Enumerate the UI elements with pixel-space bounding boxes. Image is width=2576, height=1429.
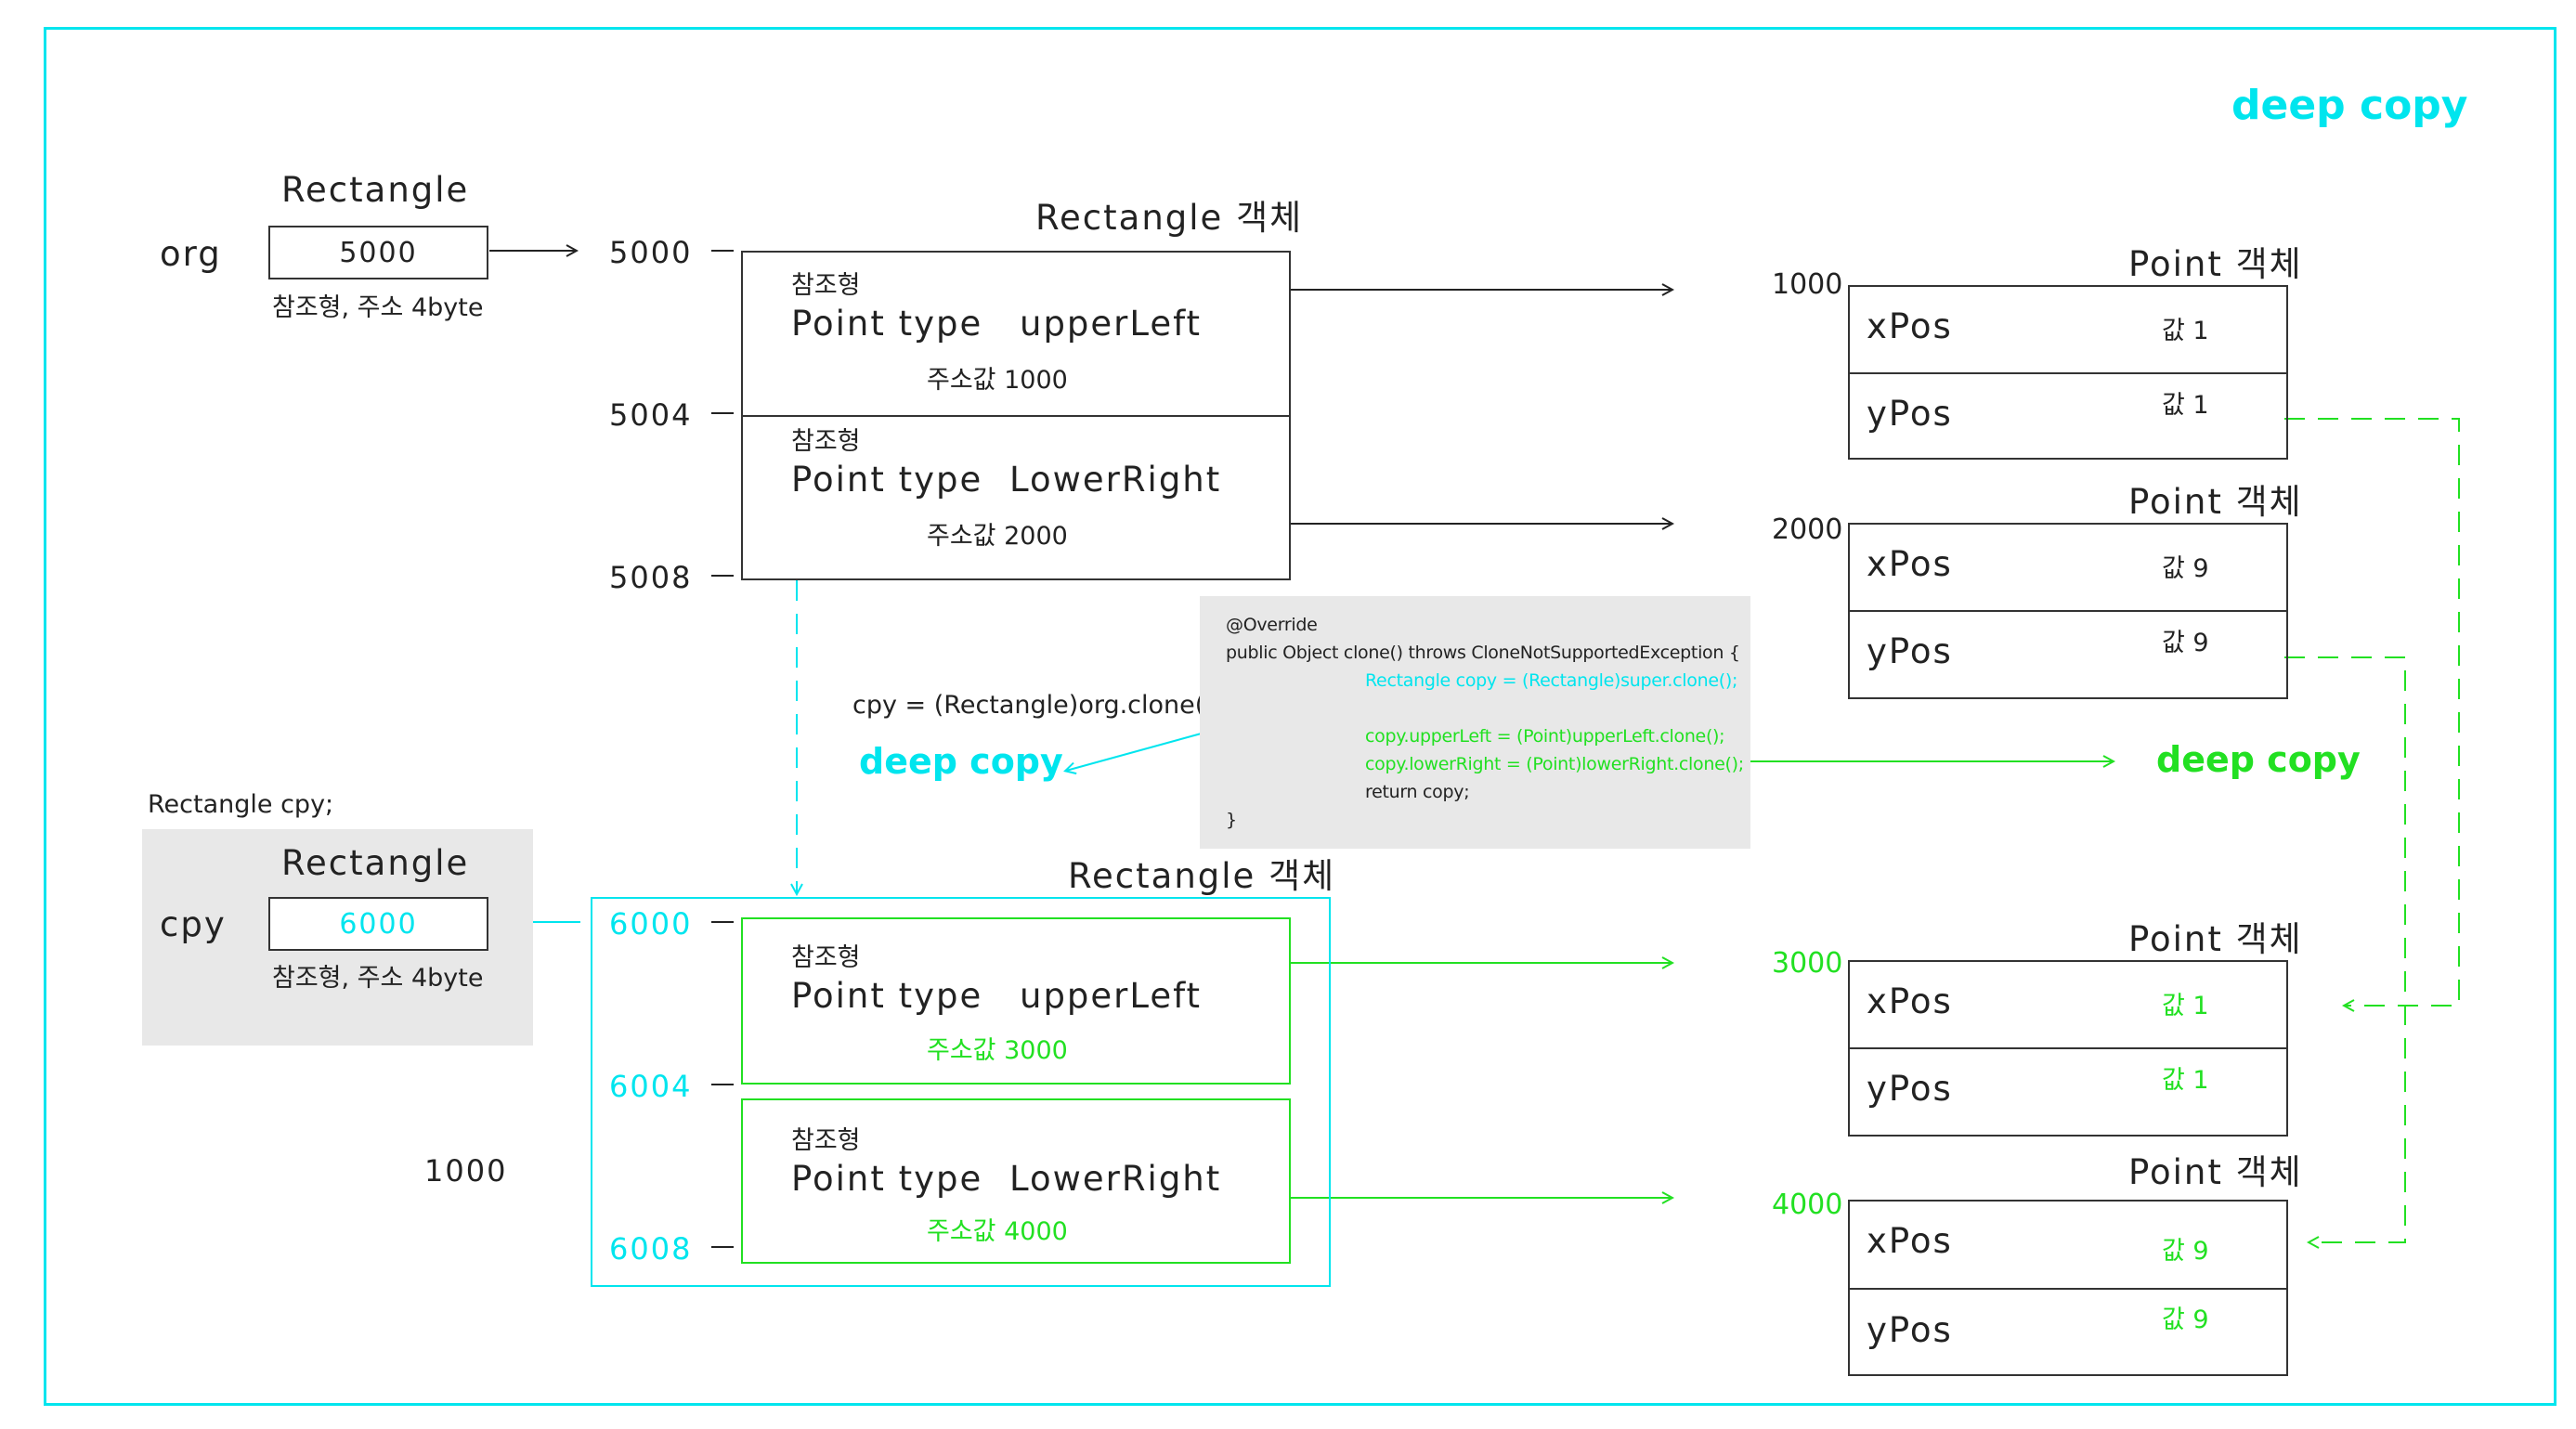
cpy-var-name: cpy (160, 904, 227, 944)
point4-row1-value: 값 9 (2162, 1306, 2209, 1334)
point3-row0-value: 값 1 (2162, 992, 2209, 1020)
code-line-2: public Object clone() throws CloneNotSup… (1226, 643, 1740, 663)
cpy-object-title: Rectangle 객체 (1068, 856, 1336, 896)
cpy-field0-name: upperLeft (1020, 976, 1203, 1016)
org-addr-2: 5008 (609, 560, 693, 595)
outer-frame (44, 27, 2556, 1406)
code-line-4: copy.upperLeft = (Point)upperLeft.clone(… (1365, 726, 1725, 747)
cpy-field1-box: 참조형 Point type LowerRight 주소값 4000 (741, 1098, 1291, 1264)
org-value-box: 5000 (268, 226, 488, 279)
point2-row0-field: xPos (1867, 544, 1953, 584)
clone-code-box: @Override public Object clone() throws C… (1200, 596, 1750, 849)
cpy-field0-type: Point type (791, 976, 983, 1016)
org-field1-addr: 주소값 2000 (927, 522, 1068, 551)
code-line-5: copy.lowerRight = (Point)lowerRight.clon… (1365, 754, 1744, 774)
point3-box: xPos 값 1 yPos 값 1 (1848, 960, 2288, 1137)
code-line-3: Rectangle copy = (Rectangle)super.clone(… (1365, 670, 1738, 691)
point1-divider (1850, 372, 2286, 374)
stray-number: 1000 (424, 1153, 508, 1189)
point4-box: xPos 값 9 yPos 값 9 (1848, 1200, 2288, 1376)
copy-route-upper (2284, 418, 2460, 1006)
point4-divider (1850, 1288, 2286, 1290)
cpy-addr-1: 6004 (609, 1069, 693, 1104)
cpy-gray-panel: Rectangle cpy 6000 참조형, 주소 4byte (142, 829, 533, 1046)
point2-divider (1850, 610, 2286, 612)
cpy-addr-0: 6000 (609, 906, 693, 942)
org-field1-name: LowerRight (1009, 460, 1222, 500)
org-field-divider (743, 415, 1289, 417)
point1-row1-value: 값 1 (2162, 391, 2209, 420)
org-field0-kind: 참조형 (791, 271, 861, 300)
point4-row0-value: 값 9 (2162, 1237, 2209, 1266)
point2-row1-field: yPos (1867, 631, 1953, 671)
point1-row0-field: xPos (1867, 306, 1953, 346)
point1-row1-field: yPos (1867, 394, 1953, 434)
code-line-6: return copy; (1365, 782, 1470, 802)
point3-address: 3000 (1772, 947, 1843, 980)
org-field0-addr: 주소값 1000 (927, 366, 1068, 395)
point2-address: 2000 (1772, 513, 1843, 546)
point4-address: 4000 (1772, 1189, 1843, 1221)
org-note: 참조형, 주소 4byte (272, 293, 484, 322)
point1-row0-value: 값 1 (2162, 317, 2209, 345)
point4-row1-field: yPos (1867, 1310, 1953, 1350)
org-value: 5000 (339, 237, 418, 269)
cpy-field1-kind: 참조형 (791, 1126, 861, 1155)
org-addr-0: 5000 (609, 235, 693, 270)
point3-row1-field: yPos (1867, 1069, 1953, 1109)
cpy-addr-2: 6008 (609, 1231, 693, 1267)
diagram-title: deep copy (2231, 82, 2468, 129)
point1-box: xPos 값 1 yPos 값 1 (1848, 285, 2288, 460)
cpy-value: 6000 (339, 908, 418, 941)
cpy-field1-name: LowerRight (1009, 1159, 1222, 1199)
org-field0-type: Point type (791, 304, 983, 344)
cpy-field0-box: 참조형 Point type upperLeft 주소값 3000 (741, 917, 1291, 1085)
cpy-object-frame (591, 897, 1331, 1287)
copy-route-lower (2284, 656, 2406, 1242)
org-object-box: 참조형 Point type upperLeft 주소값 1000 참조형 Po… (741, 251, 1291, 580)
point2-title: Point 객체 (2128, 482, 2303, 522)
point2-box: xPos 값 9 yPos 값 9 (1848, 523, 2288, 699)
org-field1-kind: 참조형 (791, 427, 861, 456)
cpy-field1-addr: 주소값 4000 (927, 1217, 1068, 1246)
deep-copy-right-label: deep copy (2156, 739, 2361, 780)
point3-row1-value: 값 1 (2162, 1066, 2209, 1095)
org-addr-1: 5004 (609, 397, 693, 433)
deep-copy-left-label: deep copy (859, 741, 1063, 782)
org-type-label: Rectangle (281, 170, 470, 210)
point2-row1-value: 값 9 (2162, 629, 2209, 657)
point3-row0-field: xPos (1867, 981, 1953, 1021)
code-line-1: @Override (1226, 615, 1318, 635)
cpy-type-label: Rectangle (281, 843, 470, 883)
point1-address: 1000 (1772, 268, 1843, 301)
point1-title: Point 객체 (2128, 244, 2303, 284)
point3-divider (1850, 1047, 2286, 1049)
org-field0-name: upperLeft (1020, 304, 1203, 344)
cpy-field1-type: Point type (791, 1159, 983, 1199)
point2-row0-value: 값 9 (2162, 554, 2209, 583)
cpy-note: 참조형, 주소 4byte (272, 964, 484, 993)
code-line-7: } (1226, 810, 1237, 830)
org-object-title: Rectangle 객체 (1035, 198, 1304, 238)
org-field1-type: Point type (791, 460, 983, 500)
point4-row0-field: xPos (1867, 1221, 1953, 1261)
org-var-name: org (160, 234, 222, 274)
point3-title: Point 객체 (2128, 919, 2303, 959)
clone-call: cpy = (Rectangle)org.clone(); (852, 691, 1223, 720)
cpy-field0-kind: 참조형 (791, 943, 861, 972)
cpy-declaration: Rectangle cpy; (148, 790, 334, 819)
cpy-value-box: 6000 (268, 897, 488, 951)
point4-title: Point 객체 (2128, 1152, 2303, 1192)
cpy-field0-addr: 주소값 3000 (927, 1036, 1068, 1065)
